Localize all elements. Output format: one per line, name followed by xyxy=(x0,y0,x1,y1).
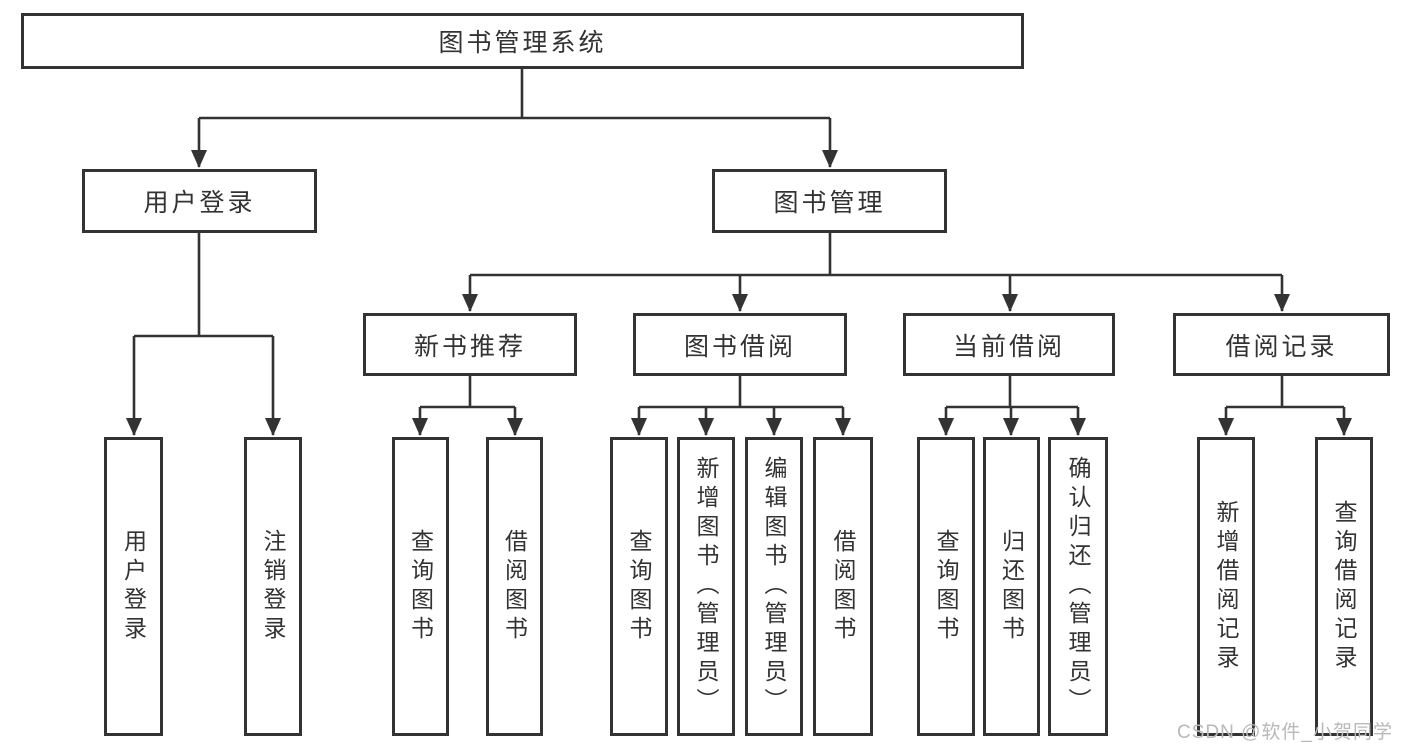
leaf-borrow-book: 借阅图书 xyxy=(813,437,873,736)
leaf-add-borrow-record: 新增借阅记录 xyxy=(1197,437,1255,736)
leaf-edit-book-admin: 编辑图书（管理员） xyxy=(745,437,803,736)
node-book-management: 图书管理 xyxy=(712,169,947,233)
leaf-user-login: 用户登录 xyxy=(104,437,163,736)
node-root: 图书管理系统 xyxy=(21,13,1024,69)
node-borrow-records: 借阅记录 xyxy=(1173,313,1390,376)
node-current-borrow: 当前借阅 xyxy=(903,313,1115,376)
node-new-book-recommend: 新书推荐 xyxy=(363,313,577,376)
leaf-confirm-return-admin: 确认归还（管理员） xyxy=(1048,437,1108,736)
leaf-query-book-current: 查询图书 xyxy=(917,437,975,736)
leaf-query-borrow-record: 查询借阅记录 xyxy=(1315,437,1373,736)
leaf-borrow-book-recommend: 借阅图书 xyxy=(486,437,543,736)
node-user-login: 用户登录 xyxy=(82,169,317,233)
leaf-logout: 注销登录 xyxy=(244,437,302,736)
leaf-return-book: 归还图书 xyxy=(983,437,1040,736)
node-book-borrow: 图书借阅 xyxy=(633,313,847,376)
leaf-add-book-admin: 新增图书（管理员） xyxy=(677,437,735,736)
leaf-query-book-borrow: 查询图书 xyxy=(610,437,668,736)
leaf-query-book-recommend: 查询图书 xyxy=(392,437,449,736)
csdn-watermark: CSDN @软件_小贺同学 xyxy=(1177,722,1393,743)
